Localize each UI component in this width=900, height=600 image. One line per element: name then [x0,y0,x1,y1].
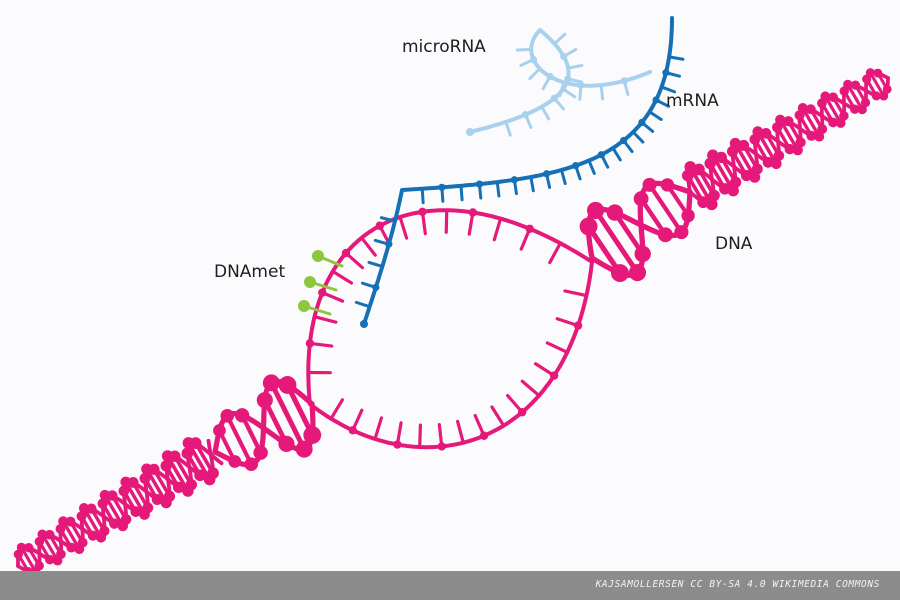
microrna-strand [466,30,650,136]
rna-node [511,176,518,183]
backbone-node [480,432,488,440]
backbone-node [526,225,534,233]
exposed-base [315,317,336,322]
backbone-node [469,208,477,216]
microrna-base [560,82,564,95]
exposed-base [333,271,352,283]
mrna-base [589,161,594,174]
rna-node [546,73,553,80]
microrna-base [563,89,575,97]
rna-node [551,95,558,102]
exposed-base [362,238,376,255]
microrna-label: microRNA [402,37,486,57]
exposed-base [400,217,407,238]
dnamet-label: DNAmet [214,262,285,282]
rna-node [522,111,529,118]
backbone-node [574,321,582,329]
rna-node [620,137,627,144]
mrna-base [531,177,533,191]
mrna-base [369,262,382,266]
mrna-base [669,57,683,59]
mrna-base [649,112,661,120]
microrna-base [506,122,510,135]
dna-bubble-strand [310,262,592,447]
mrna-label: mRNA [666,91,719,111]
rna-node [543,170,550,177]
microrna-base [601,85,602,99]
rna-node [598,151,605,158]
rna-node [438,184,445,191]
mrna-base [497,182,499,196]
mrna-end-node [360,320,368,328]
microrna-base [530,69,540,79]
rna-node [577,82,584,89]
backbone-node [349,426,357,434]
dna-label: DNA [715,234,752,254]
exposed-base [494,219,500,240]
mrna-base [613,148,620,160]
backbone-node [418,208,426,216]
exposed-base [331,400,342,419]
rna-node [530,56,537,63]
microrna-base [554,34,564,43]
mrna-base [561,170,565,184]
microrna-base [568,65,582,68]
backbone-node [318,288,326,296]
mrna-base [633,132,643,142]
exposed-base [375,418,381,439]
rna-node [652,96,659,103]
credit-bar: KAJSAMOLLERSEN CC BY-SA 4.0 WIKIMEDIA CO… [0,571,900,600]
mrna-base [356,302,369,306]
rna-node [564,75,571,82]
methyl-group [312,250,324,262]
credit-text: KAJSAMOLLERSEN CC BY-SA 4.0 WIKIMEDIA CO… [596,579,880,590]
exposed-base [547,343,567,352]
backbone-node [518,408,526,416]
mrna-strand [356,18,683,328]
exposed-base [420,425,421,447]
rna-node [476,180,483,187]
rna-node [560,53,567,60]
mrna-base [461,186,462,200]
microrna-end-node [466,128,474,136]
dna-strand [14,68,892,577]
rna-node [372,284,379,291]
backbone-node [376,222,384,230]
exposed-base [446,210,447,232]
backbone-node [393,440,401,448]
rna-node [662,69,669,76]
exposed-base [565,291,587,296]
backbone-node [550,371,558,379]
rna-node [638,119,645,126]
exposed-base [458,421,464,442]
exposed-base [492,407,504,426]
rna-node [385,241,392,248]
exposed-base [522,381,539,395]
backbone-node [342,249,350,257]
rna-node [621,77,628,84]
microrna-base [542,107,549,119]
backbone-node [438,442,446,450]
base-pair-rung [650,185,682,232]
backbone-node [306,339,314,347]
mrna-base [422,189,423,203]
exposed-base [550,243,560,262]
methyl-group [304,276,316,288]
rna-node [572,162,579,169]
dna-bubble-strand [308,210,592,404]
methyl-group [298,300,310,312]
